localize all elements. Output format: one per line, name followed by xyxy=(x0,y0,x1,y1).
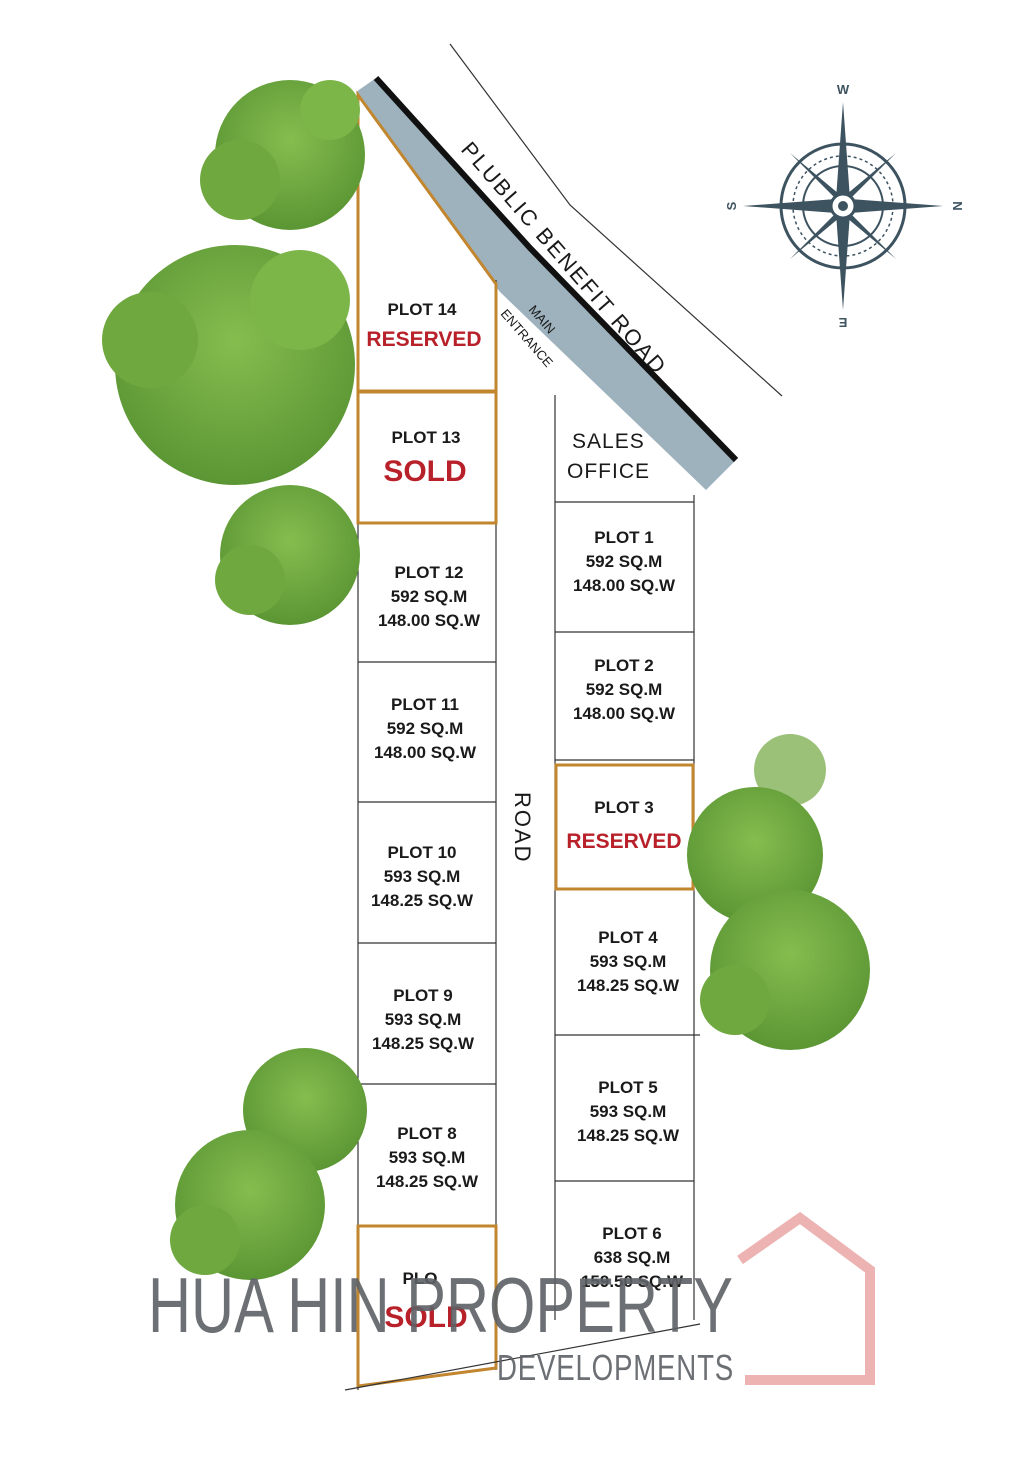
plot-sqw: 148.25 SQ.W xyxy=(372,1034,475,1053)
plot-sqw: 148.00 SQ.W xyxy=(378,611,481,630)
public-road-border xyxy=(373,75,739,463)
plot-sqw: 148.00 SQ.W xyxy=(374,743,477,762)
plot-5[interactable]: PLOT 5 593 SQ.M 148.25 SQ.W xyxy=(577,1078,680,1145)
plot-name: PLOT 3 xyxy=(594,798,654,817)
plot-name: PLOT 2 xyxy=(594,656,654,675)
plot-name: PLOT 12 xyxy=(395,563,464,582)
plot-9[interactable]: PLOT 9 593 SQ.M 148.25 SQ.W xyxy=(372,986,475,1053)
plot-name: PLOT 6 xyxy=(602,1224,662,1243)
plot-sqm: 592 SQ.M xyxy=(391,587,468,606)
plot-name: PLO xyxy=(403,1269,438,1288)
plot-name: PLOT 13 xyxy=(392,428,461,447)
compass-w-label: W xyxy=(837,82,850,97)
plot-status-reserved: RESERVED xyxy=(566,830,681,853)
plot-11[interactable]: PLOT 11 592 SQ.M 148.00 SQ.W xyxy=(374,695,477,762)
inner-road-label: ROAD xyxy=(510,792,535,864)
plot-8[interactable]: PLOT 8 593 SQ.M 148.25 SQ.W xyxy=(376,1124,479,1191)
plot-sqw: 148.00 SQ.W xyxy=(573,576,676,595)
sales-office-label-1: SALES xyxy=(572,430,645,453)
plot-name: PLOT 4 xyxy=(598,928,658,947)
watermark-title: HUA HIN PROPERTY xyxy=(148,1261,733,1349)
plot-13-outline xyxy=(356,390,498,525)
plot-sqm: 592 SQ.M xyxy=(586,552,663,571)
plot-12[interactable]: PLOT 12 592 SQ.M 148.00 SQ.W xyxy=(378,563,481,630)
tree-cluster-right xyxy=(687,734,870,1050)
bottom-boundary-line xyxy=(344,1323,701,1391)
tree-cluster-top-left xyxy=(200,80,365,230)
compass-rose: W E S N xyxy=(724,82,965,330)
plot-name: PLOT 1 xyxy=(594,528,654,547)
plot-13[interactable]: PLOT 13 SOLD xyxy=(383,428,466,488)
plot-sqw: 148.25 SQ.W xyxy=(376,1172,479,1191)
plot-sqm: 593 SQ.M xyxy=(590,952,667,971)
plot-3[interactable]: PLOT 3 RESERVED xyxy=(566,798,681,853)
plot-sqw: 148.25 SQ.W xyxy=(577,976,680,995)
compass-e-label: E xyxy=(838,315,847,330)
right-plots xyxy=(554,395,700,1320)
tree-large-left xyxy=(102,245,355,485)
plot-14[interactable]: PLOT 14 RESERVED xyxy=(366,300,481,351)
plot-sqm: 593 SQ.M xyxy=(389,1148,466,1167)
plot-sqw: 148.25 SQ.W xyxy=(371,891,474,910)
plot-name: PLOT 11 xyxy=(391,695,459,714)
plot-sqw: 148.00 SQ.W xyxy=(573,704,676,723)
plot-name: PLOT 10 xyxy=(388,843,457,862)
plot-4[interactable]: PLOT 4 593 SQ.M 148.25 SQ.W xyxy=(577,928,680,995)
plot-sqw: 159.50 SQ.W xyxy=(581,1272,684,1291)
watermark-subtitle: DEVELOPMENTS xyxy=(497,1347,734,1388)
public-road-edge-line xyxy=(449,43,783,397)
tree-cluster-bottom-left xyxy=(170,1048,367,1280)
plot-status-sold: SOLD xyxy=(383,455,466,488)
plot-name: PLOT 8 xyxy=(397,1124,457,1143)
plot-sqm: 593 SQ.M xyxy=(385,1010,462,1029)
house-outline-icon xyxy=(737,1211,875,1385)
tree-mid-left xyxy=(215,485,360,625)
watermark-logo: HUA HIN PROPERTY DEVELOPMENTS xyxy=(148,1211,875,1388)
plot-name: PLOT 14 xyxy=(388,300,458,319)
compass-s-label: S xyxy=(724,201,739,210)
sales-office-label-2: OFFICE xyxy=(567,460,650,483)
plot-sqm: 593 SQ.M xyxy=(590,1102,667,1121)
plot-status-sold: SOLD xyxy=(384,1301,467,1334)
plot-7-outline xyxy=(356,1224,498,1388)
plot-sqm: 592 SQ.M xyxy=(586,680,663,699)
plot-status-reserved: RESERVED xyxy=(366,328,481,351)
plot-3-outline xyxy=(554,763,695,891)
plot-name: PLOT 5 xyxy=(598,1078,658,1097)
plot-7[interactable]: PLO SOLD xyxy=(384,1269,467,1334)
public-road xyxy=(356,78,736,490)
plot-1[interactable]: PLOT 1 592 SQ.M 148.00 SQ.W xyxy=(573,528,676,595)
plot-2[interactable]: PLOT 2 592 SQ.M 148.00 SQ.W xyxy=(573,656,676,723)
plot-sqm: 592 SQ.M xyxy=(387,719,464,738)
plot-6[interactable]: PLOT 6 638 SQ.M 159.50 SQ.W xyxy=(581,1224,684,1291)
plot-sqw: 148.25 SQ.W xyxy=(577,1126,680,1145)
plot-name: PLOT 9 xyxy=(393,986,453,1005)
compass-n-label: N xyxy=(950,201,965,210)
plot-sqm: 593 SQ.M xyxy=(384,867,461,886)
plot-10[interactable]: PLOT 10 593 SQ.M 148.25 SQ.W xyxy=(371,843,474,910)
plot-sqm: 638 SQ.M xyxy=(594,1248,671,1267)
